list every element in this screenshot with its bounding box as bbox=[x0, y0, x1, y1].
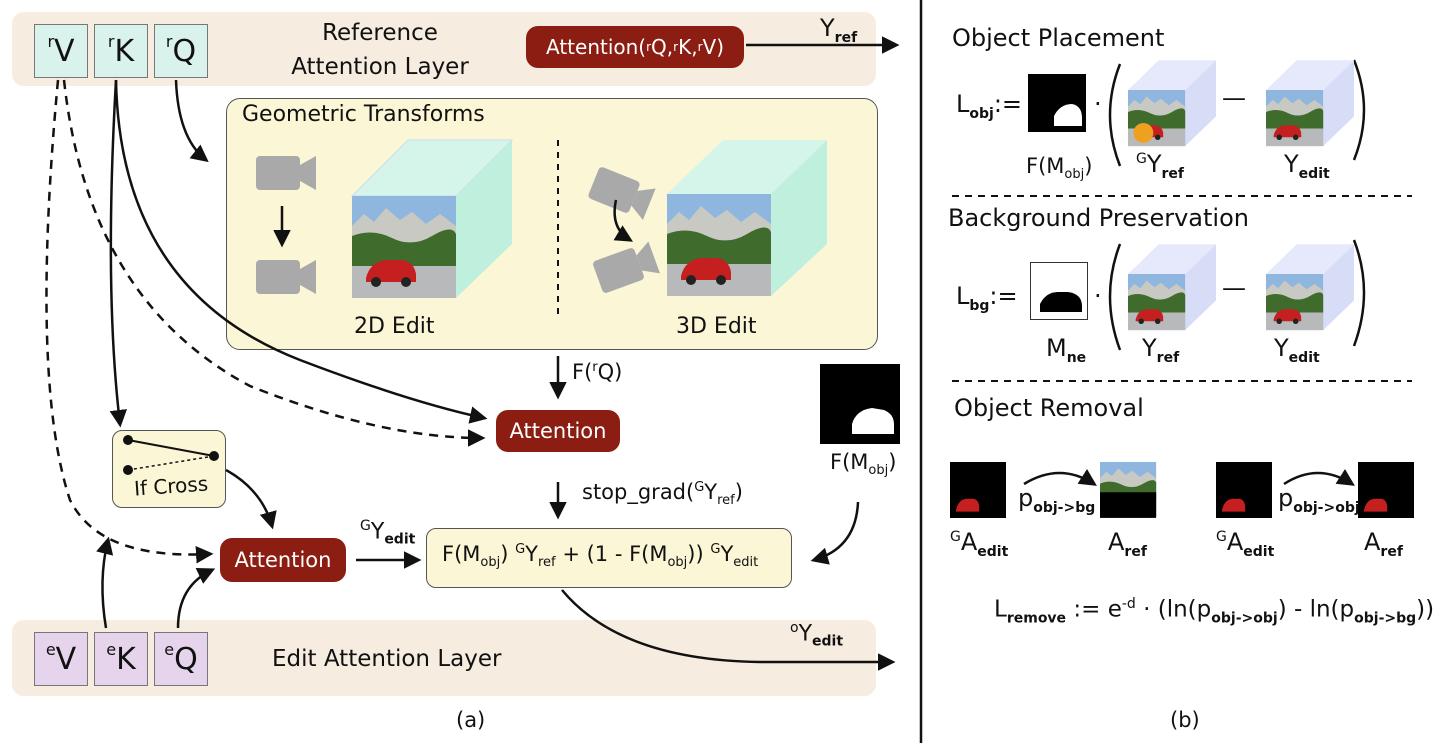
mask-label-a: F(Mobj) bbox=[830, 450, 897, 479]
edit-3d-label: 3D Edit bbox=[676, 314, 757, 339]
cube-y-edit-1 bbox=[1266, 60, 1354, 147]
placement-minus: — bbox=[1222, 84, 1246, 112]
edit-layer-title: Edit Attention Layer bbox=[272, 646, 502, 672]
cube-gy-ref bbox=[1128, 60, 1216, 147]
removal-right-src-label: GAedit bbox=[1216, 528, 1275, 560]
bg-mask-label: Mne bbox=[1046, 334, 1087, 366]
blend-equation: F(Mobj) GYref + (1 - F(Mobj)) GYedit bbox=[442, 542, 759, 571]
object-removal-title: Object Removal bbox=[954, 394, 1144, 422]
reference-layer-title: Reference Attention Layer bbox=[291, 20, 469, 80]
cube-y-ref bbox=[1128, 244, 1216, 331]
object-placement-title: Object Placement bbox=[952, 24, 1165, 52]
removal-right-dst-label: Aref bbox=[1364, 528, 1403, 560]
f-rq-label: F(rQ) bbox=[572, 360, 623, 384]
stop-grad-label: stop_grad(GYref) bbox=[582, 480, 743, 509]
placement-term1-label: GYref bbox=[1136, 150, 1185, 182]
removal-left-source bbox=[950, 462, 1006, 518]
loss-bg-label: Lbg:= bbox=[956, 282, 1018, 314]
placement-mask-image bbox=[1028, 74, 1086, 132]
edit-2d-label: 2D Edit bbox=[354, 314, 435, 339]
bg-dot: · bbox=[1094, 282, 1102, 310]
placement-mask-label: F(Mobj) bbox=[1026, 154, 1093, 183]
oy-edit-label: oYedit bbox=[790, 620, 844, 650]
removal-left-p-label: pobj->bg bbox=[1018, 484, 1096, 516]
attention-pill-middle: Attention bbox=[496, 410, 620, 452]
geometric-transforms-box bbox=[226, 98, 878, 350]
attention-pill-edit: Attention bbox=[220, 538, 346, 582]
caption-b: (b) bbox=[1170, 708, 1200, 732]
gy-edit-label: GYedit bbox=[360, 518, 416, 548]
background-preservation-title: Background Preservation bbox=[948, 204, 1249, 232]
removal-right-source bbox=[1216, 462, 1272, 518]
cube-y-edit-2 bbox=[1266, 244, 1354, 331]
y-ref-output-label: Yref bbox=[820, 14, 858, 46]
caption-a: (a) bbox=[456, 708, 486, 732]
scene-photo-2d bbox=[352, 196, 456, 298]
bg-minus: — bbox=[1222, 274, 1246, 302]
placement-dot: · bbox=[1094, 90, 1102, 118]
removal-left-target bbox=[1100, 462, 1156, 518]
bg-term2-label: Yedit bbox=[1274, 334, 1320, 366]
blend-equation-box bbox=[426, 528, 792, 588]
loss-obj-label: Lobj:= bbox=[956, 90, 1023, 122]
bg-term1-label: Yref bbox=[1142, 334, 1180, 366]
placement-term2-label: Yedit bbox=[1284, 150, 1330, 182]
geometric-transforms-title: Geometric Transforms bbox=[242, 102, 485, 127]
removal-left-src-label: GAedit bbox=[950, 528, 1009, 560]
removal-right-target bbox=[1358, 462, 1414, 518]
removal-right-p-label: pobj->obj bbox=[1278, 484, 1360, 516]
non-edit-mask-image bbox=[1030, 262, 1088, 320]
removal-left-dst-label: Aref bbox=[1108, 528, 1147, 560]
object-mask-image bbox=[820, 364, 900, 444]
removal-loss-formula: Lremove := e-d · (ln(pobj->obj) - ln(pob… bbox=[994, 596, 1435, 627]
scene-photo-3d bbox=[667, 194, 771, 296]
